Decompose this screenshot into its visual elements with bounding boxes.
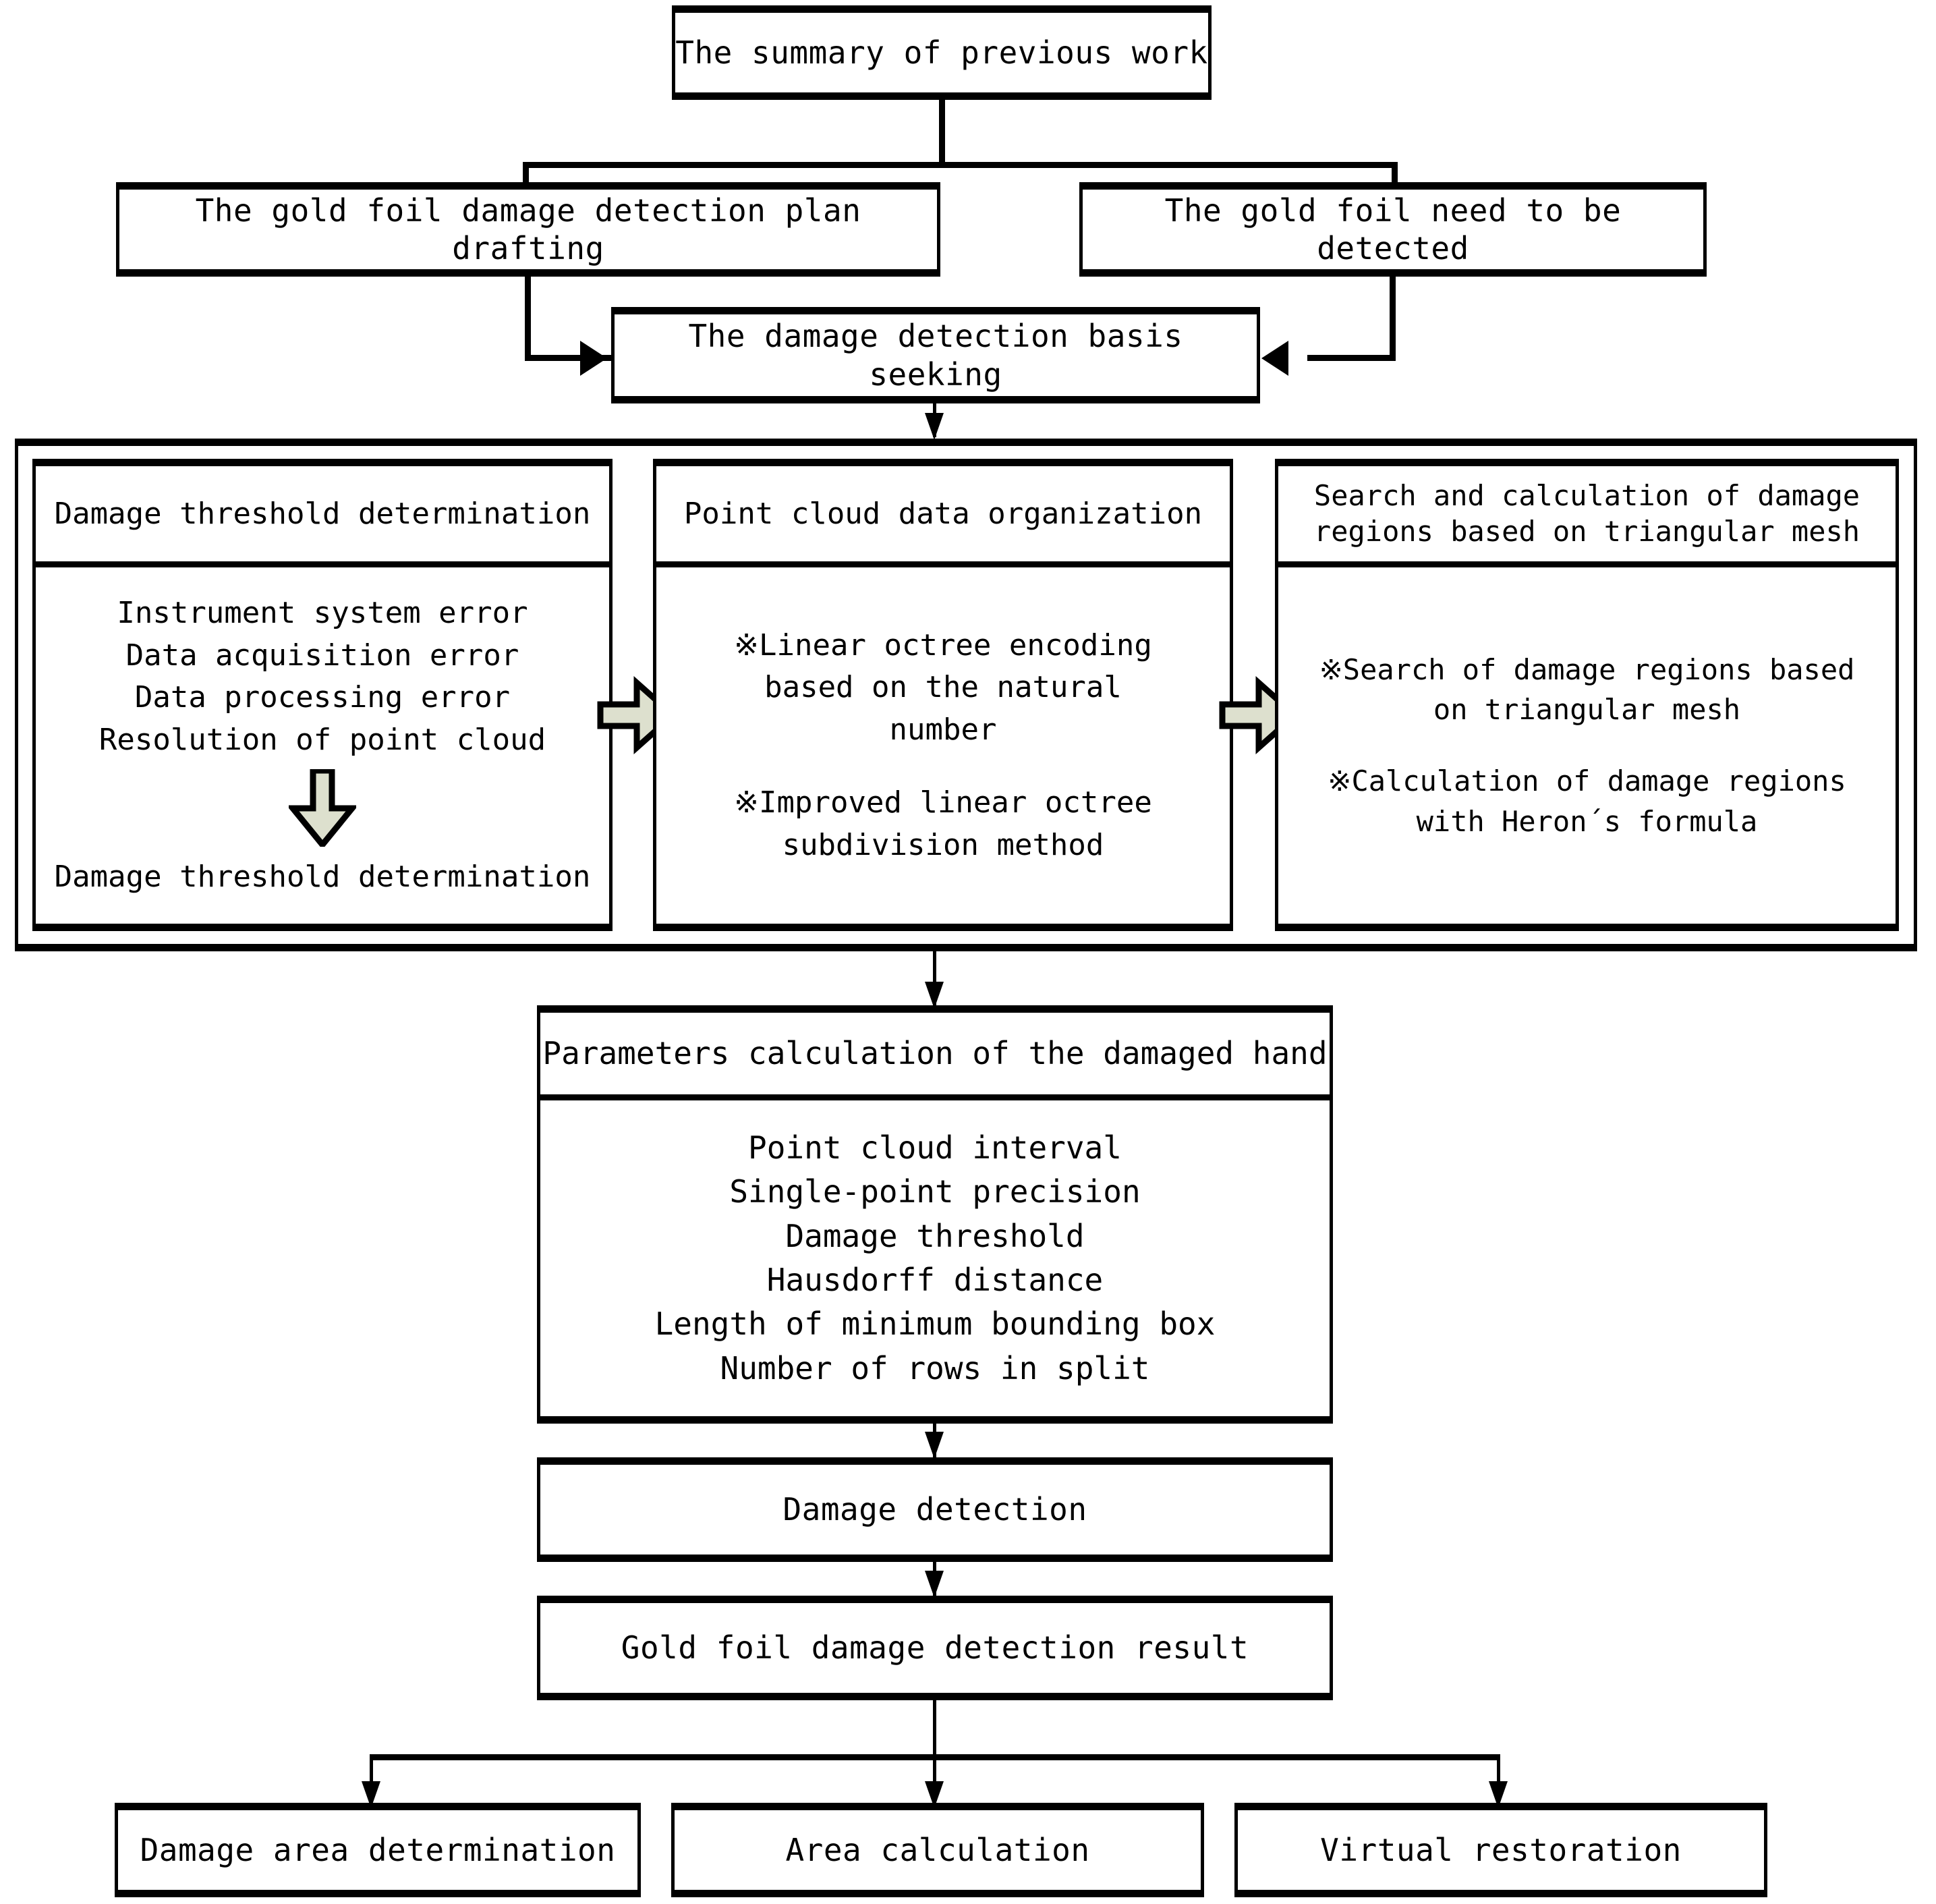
panel-point-cloud-organization-body: ※Linear octree encoding based on the nat… [656,567,1230,924]
arrowhead-right-icon [580,341,607,376]
arrowhead-down-icon [925,982,944,1009]
list-item: based on the natural [764,670,1122,705]
node-summary[interactable]: The summary of previous work [672,5,1212,100]
connector-out-right-drop [1497,1754,1500,1791]
connector-plan-down [525,277,531,361]
list-item: Resolution of point cloud [98,722,546,757]
connector-summary-left-drop [523,162,529,196]
arrowhead-down-icon [925,413,944,440]
connector-need-across [1307,355,1396,361]
node-damage-detection[interactable]: Damage detection [537,1457,1333,1562]
list-item: Damage threshold [785,1217,1085,1254]
list-item: Damage threshold determination [54,860,591,895]
connector-summary-trunk [939,100,945,167]
node-need-detected[interactable]: The gold foil need to be detected [1079,182,1707,277]
list-item: Number of rows in split [720,1349,1150,1387]
list-item: Data acquisition error [125,638,519,673]
list-item: ※Calculation of damage regions [1328,764,1846,797]
list-item: subdivision method [782,827,1104,862]
list-item: ※Search of damage regions based [1319,652,1855,686]
panel-search-and-calculation[interactable]: Search and calculation of damage regions… [1275,459,1899,931]
list-item: ※Improved linear octree [734,785,1152,820]
list-item: Length of minimum bounding box [654,1306,1216,1343]
arrowhead-down-icon [925,1571,944,1598]
list-item: Single-point precision [729,1173,1141,1210]
connector-summary-split [523,162,1398,168]
panel-point-cloud-organization[interactable]: Point cloud data organization ※Linear oc… [653,459,1233,931]
connector-result-trunk [933,1700,936,1758]
panel-damage-threshold[interactable]: Damage threshold determination Instrumen… [32,459,613,931]
node-detection-result[interactable]: Gold foil damage detection result [537,1596,1333,1700]
node-virtual-restoration[interactable]: Virtual restoration [1234,1803,1767,1897]
block-arrow-down-icon [286,767,359,850]
panel-search-and-calculation-header: Search and calculation of damage regions… [1278,466,1896,567]
node-need-detected-label: The gold foil need to be detected [1164,192,1622,267]
connector-need-down [1390,277,1396,361]
list-item: Data processing error [134,680,511,715]
node-damage-detection-label: Damage detection [782,1491,1087,1528]
node-area-calculation-label: Area calculation [785,1831,1090,1868]
node-damage-area-determination[interactable]: Damage area determination [115,1803,641,1897]
list-item: Instrument system error [117,596,528,631]
node-area-calculation[interactable]: Area calculation [671,1803,1204,1897]
list-item: Hausdorff distance [766,1262,1104,1298]
list-item: with Heron´s formula [1416,804,1758,838]
list-item: number [889,712,997,747]
panel-damage-threshold-header: Damage threshold determination [36,466,609,567]
node-detection-result-label: Gold foil damage detection result [621,1629,1249,1667]
arrowhead-down-icon [925,1432,944,1459]
connector-plan-across [525,355,611,361]
panel-damage-threshold-body: Instrument system error Data acquisition… [36,567,609,924]
connector-out-left-drop [370,1754,373,1791]
list-item: Point cloud interval [748,1129,1122,1167]
connector-out-mid-drop [933,1754,936,1791]
node-damage-area-determination-label: Damage area determination [140,1831,616,1868]
arrowhead-left-icon [1261,341,1288,376]
node-virtual-restoration-label: Virtual restoration [1320,1831,1682,1868]
connector-group-down [933,951,936,1009]
connector-summary-right-drop [1392,162,1398,196]
node-plan-drafting-label: The gold foil damage detection plan draf… [195,192,861,267]
panel-point-cloud-organization-header: Point cloud data organization [656,466,1230,567]
panel-search-and-calculation-body: ※Search of damage regions based on trian… [1278,567,1896,924]
node-summary-label: The summary of previous work [675,34,1208,71]
panel-parameters-body: Point cloud interval Single-point precis… [540,1100,1330,1416]
list-item: ※Linear octree encoding [734,627,1152,663]
panel-parameters-header: Parameters calculation of the damaged ha… [540,1013,1330,1100]
list-item: on triangular mesh [1433,693,1741,727]
node-basis-seeking[interactable]: The damage detection basis seeking [611,307,1260,403]
node-basis-seeking-label: The damage detection basis seeking [688,318,1183,393]
node-plan-drafting[interactable]: The gold foil damage detection plan draf… [116,182,940,277]
panel-parameters-calculation[interactable]: Parameters calculation of the damaged ha… [537,1005,1333,1424]
